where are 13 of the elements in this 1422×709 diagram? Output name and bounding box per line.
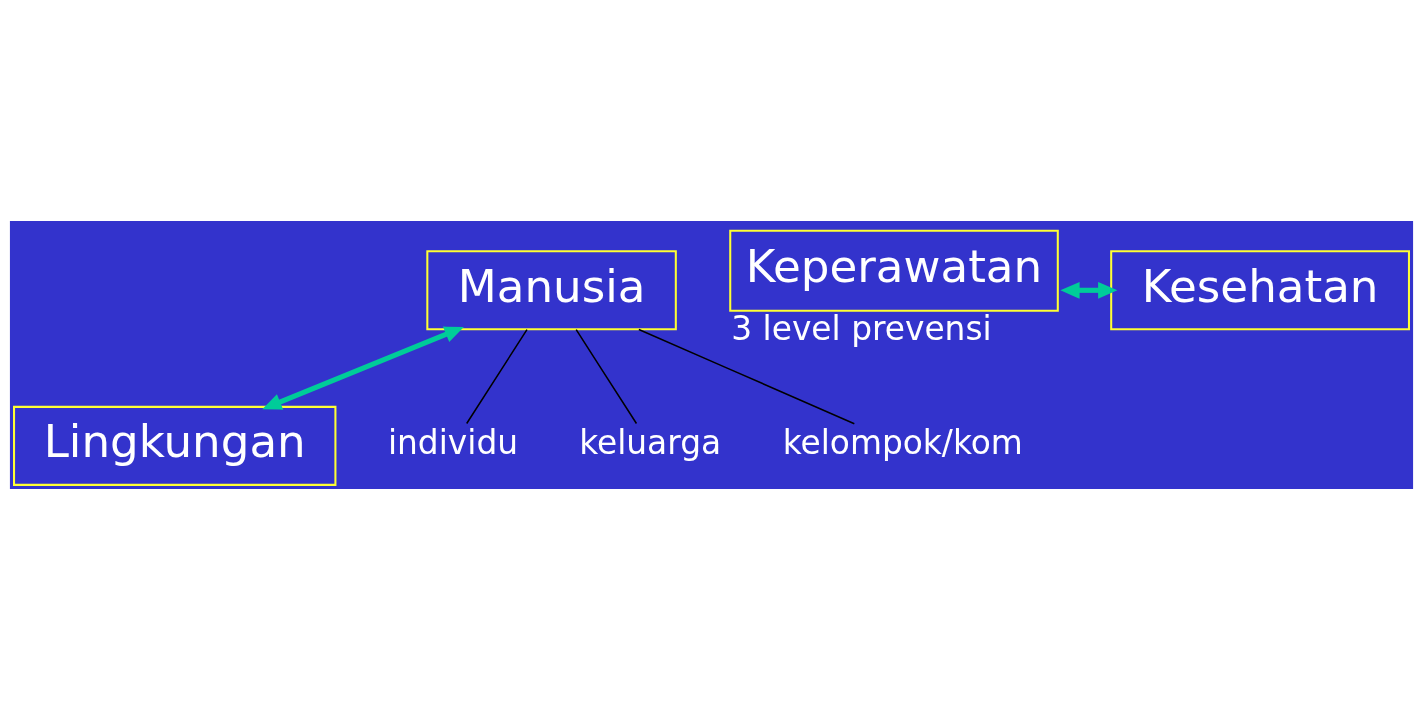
arrow [261,326,464,410]
node-box: Manusia [425,249,677,330]
node-text: kelompok/kom [782,423,1023,462]
node-label: 3 level prevensi [730,309,992,348]
node-box: Lingkungan [12,405,336,486]
connector [465,328,528,424]
node-box: Keperawatan [728,229,1059,312]
node-text: individu [387,423,518,462]
connector [637,328,855,424]
node-text: keluarga [578,423,721,462]
connector [574,328,637,424]
node-box: Kesehatan [1109,249,1410,330]
arrow [1059,281,1117,299]
